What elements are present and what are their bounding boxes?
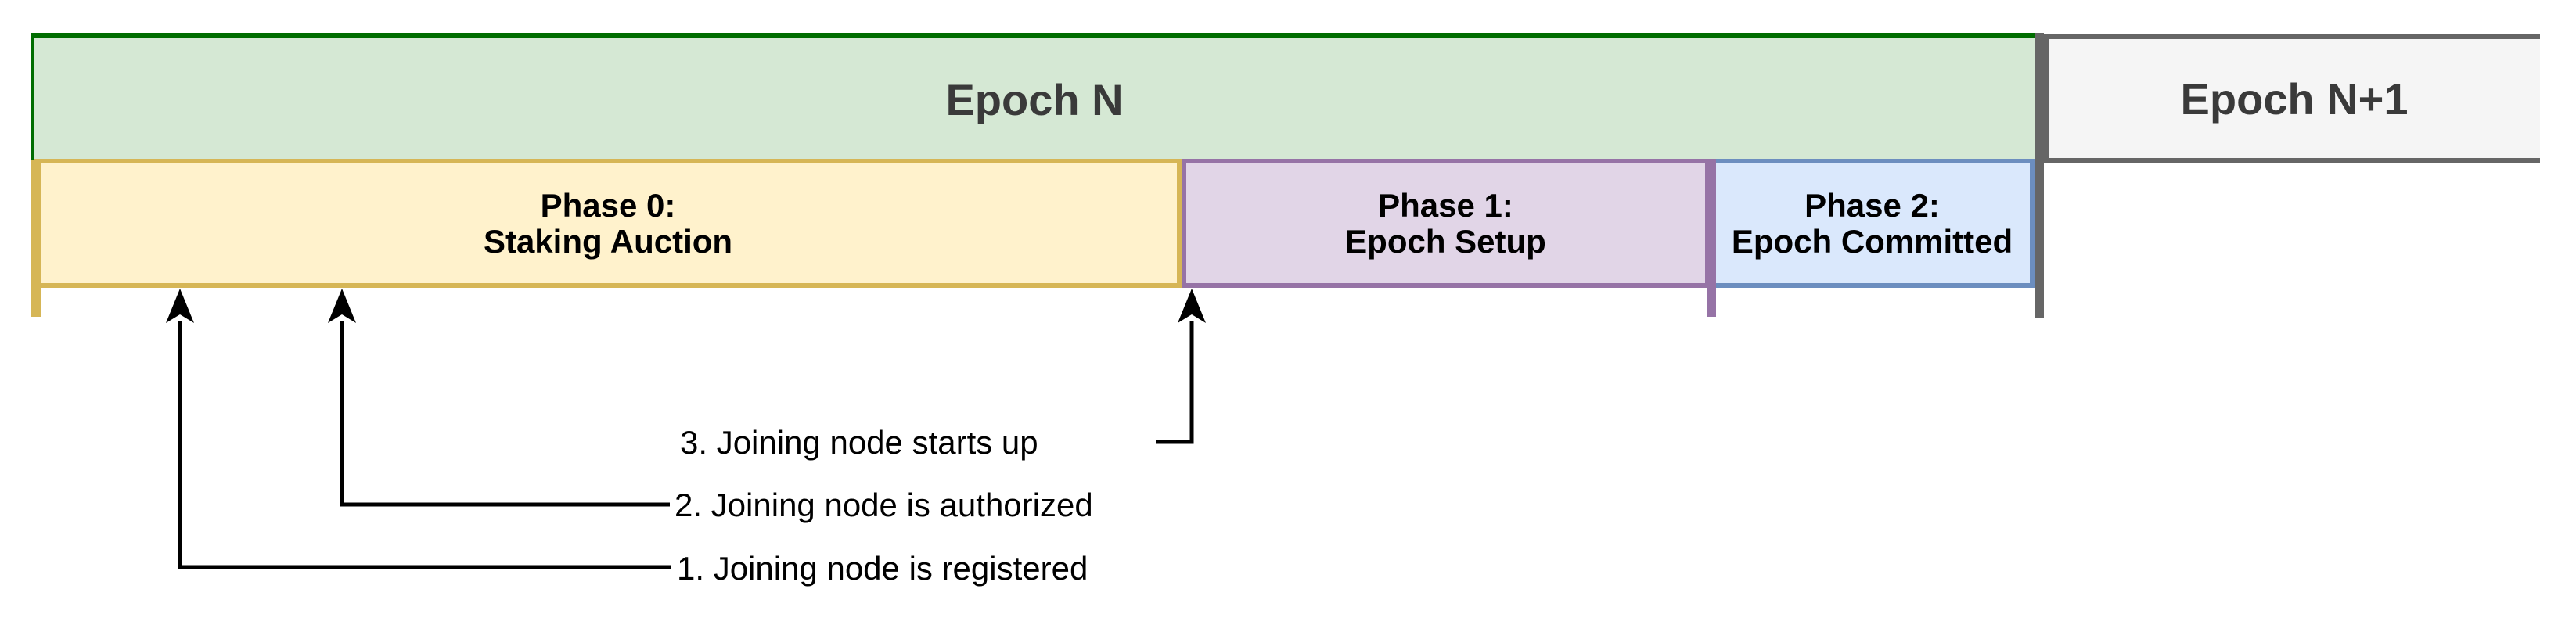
phase0-staking-auction-box: Phase 0: Staking Auction [34,159,1182,288]
epoch-n-box: Epoch N [34,33,2035,160]
epoch-n1-label: Epoch N+1 [2180,74,2409,124]
phase1-epoch-setup-box: Phase 1: Epoch Setup [1182,159,1710,288]
epoch-boundary-marker [2035,33,2044,318]
phase0-start-marker [31,160,41,317]
annotation-node-registered: 1. Joining node is registered [677,550,1088,587]
phase0-label-line1: Phase 0: [540,186,676,224]
annotation-node-authorized: 2. Joining node is authorized [675,487,1093,523]
phase0-label-line2: Staking Auction [483,222,733,260]
annotation-node-starts-up: 3. Joining node starts up [680,424,1038,461]
arrow-2-line [340,321,670,507]
phase1-phase2-boundary-marker [1707,159,1716,317]
epoch-n-label: Epoch N [945,74,1124,124]
phase1-label-line2: Epoch Setup [1345,222,1546,260]
arrow-3-line [1156,321,1194,444]
arrow-1-line [178,321,671,569]
phase2-label-line1: Phase 2: [1804,186,1940,224]
phase2-label-line2: Epoch Committed [1731,222,2013,260]
arrow-1-head [166,289,194,323]
phase1-label-line1: Phase 1: [1378,186,1513,224]
epoch-n1-box: Epoch N+1 [2044,34,2540,163]
arrow-3-head [1178,289,1206,323]
phase2-epoch-committed-box: Phase 2: Epoch Committed [1710,159,2035,288]
arrow-2-head [328,289,356,323]
